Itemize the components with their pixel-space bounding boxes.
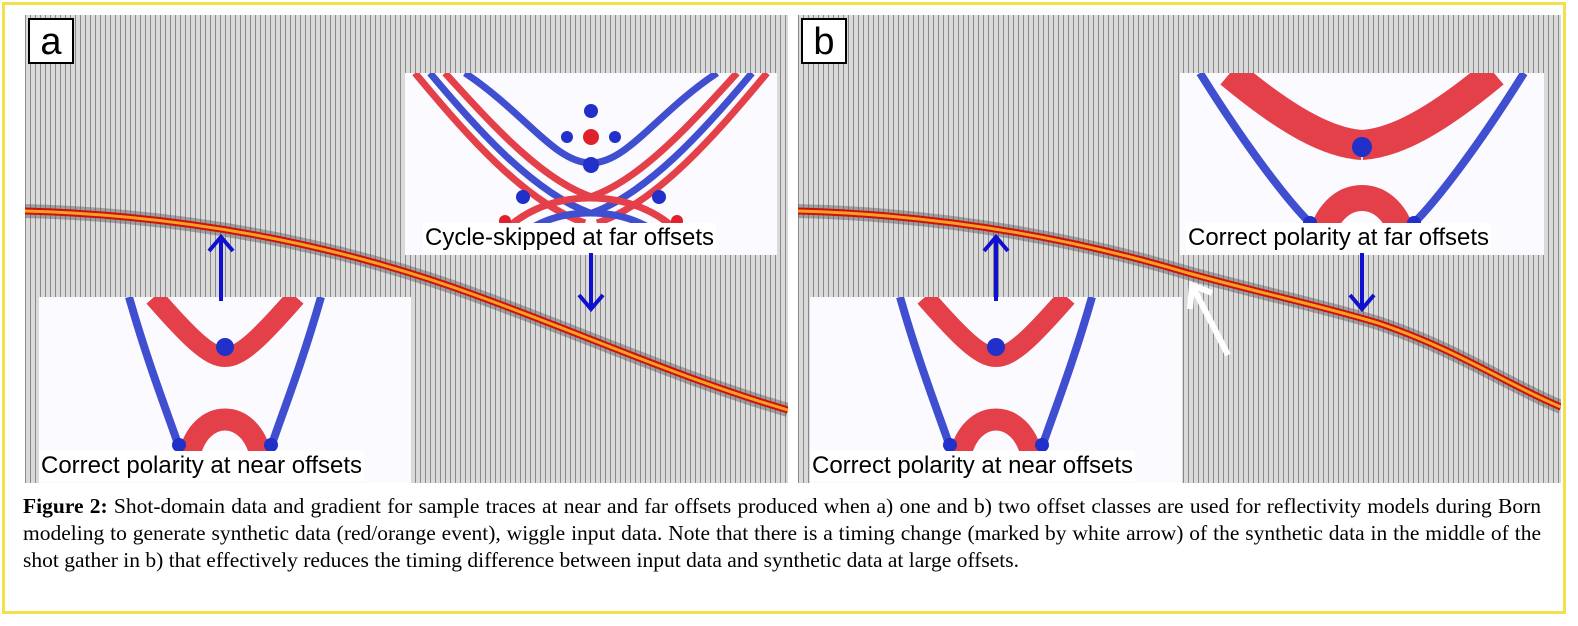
panel-a: a <box>25 15 788 483</box>
panel-b: b Correct polarity at far offsets <box>798 15 1561 483</box>
synthetic-event-b <box>798 204 1561 414</box>
caption-prefix: Figure 2: <box>23 494 108 518</box>
gradient-inset-near-a: Correct polarity at near offsets <box>39 297 411 483</box>
panel-letter-b: b <box>801 18 847 64</box>
white-arrow-icon <box>1187 280 1231 357</box>
near-offset-label-a: Correct polarity at near offsets <box>39 451 365 481</box>
down-arrow-icon <box>577 253 605 313</box>
up-arrow-icon <box>982 233 1010 301</box>
up-arrow-icon <box>207 233 235 301</box>
far-offset-label-a: Cycle-skipped at far offsets <box>423 223 717 253</box>
panel-letter-a: a <box>28 18 74 64</box>
synthetic-event-a <box>25 204 788 417</box>
gradient-pattern-far-a <box>405 73 777 255</box>
down-arrow-icon <box>1348 253 1376 313</box>
figure-caption: Figure 2: Shot-domain data and gradient … <box>23 493 1541 574</box>
far-offset-label-b: Correct polarity at far offsets <box>1186 223 1492 253</box>
caption-text: Shot-domain data and gradient for sample… <box>23 494 1542 572</box>
gradient-inset-near-b: Correct polarity at near offsets <box>810 297 1182 483</box>
near-offset-label-b: Correct polarity at near offsets <box>810 451 1136 481</box>
figure-frame: a <box>2 2 1566 614</box>
gradient-inset-far-b: Correct polarity at far offsets <box>1180 73 1544 255</box>
gradient-inset-far-a: Cycle-skipped at far offsets <box>405 73 777 255</box>
